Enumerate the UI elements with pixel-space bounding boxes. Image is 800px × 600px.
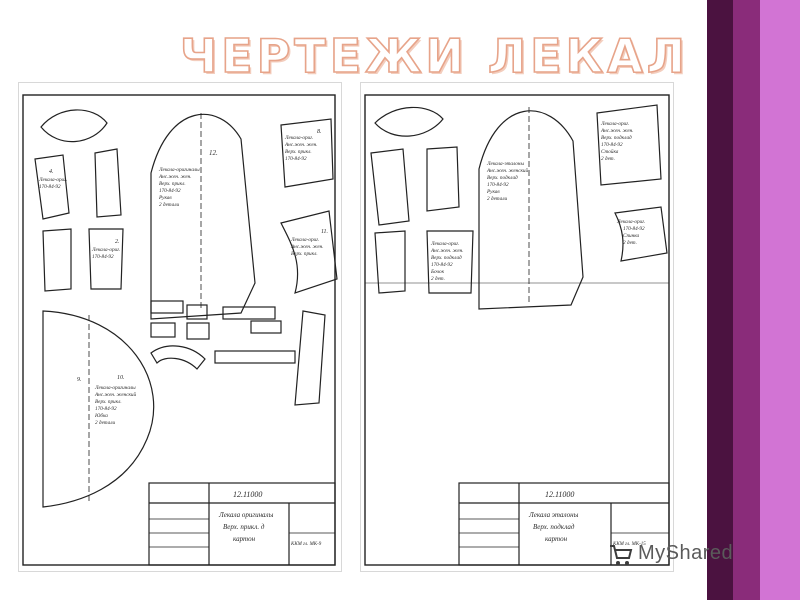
piece-label: Анс.жен. жен. [430,248,464,254]
slide-title: ЧЕРТЕЖИ ЛЕКАЛ [179,28,689,84]
drawing-code: 12.11000 [233,490,262,499]
stamp-title-line: Верх. подклад [533,523,575,531]
pattern-piece-sleeve [478,110,584,310]
watermark-text: MyShared [638,542,734,564]
pattern-piece-side-4 [42,228,72,292]
drawing-sheet-left: 12. Лекала-оригиналы Анс.жен. жен. Верх.… [18,82,342,572]
piece-label: 170-84-92 [285,155,307,162]
decor-stripe-dark [707,0,733,600]
piece-label: Анс.жен. женский [486,167,529,174]
pattern-piece-collar [374,106,444,137]
piece-label: Верх. прикл. [95,399,122,405]
stamp-code: ККМ гл. МК-9 [290,542,322,547]
pattern-piece-collar [40,109,108,143]
pattern-piece-front [34,154,70,220]
piece-label: 170-84-92 [92,253,114,260]
pattern-piece-8 [280,118,334,188]
shopping-cart-icon [610,545,633,565]
pattern-drawing-right: Лекала-эталоны Анс.жен. женский Верх. по… [364,94,670,566]
stamp-title-line: Верх. прикл. д [223,523,265,531]
pattern-piece-right-top [596,104,662,186]
pattern-piece-back [426,146,460,212]
decor-stripe-light [760,0,800,600]
pattern-piece-back-side [426,230,474,294]
piece-label: 2 детали [487,195,507,202]
piece-label: 170-84-92 [623,225,645,232]
piece-label: Верх. подклад [601,134,632,141]
piece-label: Лекала-ориг. [430,241,459,247]
pattern-piece-sleeve [150,113,256,320]
pattern-piece-back [94,148,122,218]
piece-label: 170-84-92 [601,141,623,148]
piece-label: 170-84-92 [431,261,453,268]
piece-number: 4. [49,168,54,175]
piece-label: 170-84-92 [159,187,181,194]
pattern-piece-right-mid [614,206,668,262]
piece-label: Стойка [601,148,619,155]
piece-label: Анс.жен. жен. [284,142,318,148]
piece-label: Рукав [158,195,172,201]
piece-number: 11. [321,229,328,235]
piece-label: Спинка [623,233,640,239]
piece-label: Верх. прикл. [291,251,318,257]
pattern-piece-side [374,230,406,294]
piece-label: 2 дет. [623,239,637,246]
piece-label: 2 дет. [601,155,615,162]
piece-label: Лекала-ориг. [600,121,629,127]
pattern-drawing-left: 12. Лекала-оригиналы Анс.жен. жен. Верх.… [22,94,338,566]
piece-label: Анс.жен. жен. [600,128,634,134]
piece-label: Бочок [430,269,445,275]
piece-label: 2 дет. [431,275,445,282]
piece-label: Анс.жен. женский [94,391,137,398]
piece-number: 10. [117,375,125,381]
piece-label: Верх. подклад [487,174,518,181]
piece-label: 2 детали [95,419,115,426]
pattern-piece-skirt [42,310,155,508]
piece-label: Верх. прикл. [159,181,186,187]
piece-number: 9. [77,377,82,383]
pattern-piece-front [370,148,410,226]
pattern-piece-side-2 [88,228,124,290]
stamp-title-line: картон [545,535,568,543]
watermark: MyShared [606,540,766,570]
piece-label: Верх. прикл. [285,149,312,155]
piece-label: Лекала-ориг. [284,135,313,141]
stamp-title-line: Лекала эталоны [528,511,579,519]
drawing-sheet-right: Лекала-эталоны Анс.жен. женский Верх. по… [360,82,674,572]
stamp-code: ККМ гл. МК-15 [612,542,646,547]
decor-stripe-mid [733,0,760,600]
piece-label: Юбка [94,412,108,419]
piece-label: Анс.жен. жен. [290,244,324,250]
piece-label: Лекала-ориг. [38,177,67,183]
piece-label: Лекала-оригиналы [158,167,200,173]
drawing-code: 12.11000 [545,490,574,499]
piece-label: Лекала-ориг. [91,247,120,253]
piece-label: 170-84-92 [39,183,61,190]
pattern-piece-11 [280,210,338,294]
piece-label: 170-84-92 [95,405,117,412]
piece-number: 8. [317,129,322,135]
piece-label: Анс.жен. жен. [158,174,192,180]
piece-label: Лекала-эталоны [486,161,524,167]
piece-number: 2. [115,239,120,245]
piece-label: Лекала-оригиналы [94,385,136,391]
piece-label: Лекала-ориг. [290,237,319,243]
piece-label: Лекала-ориг. [616,219,645,225]
piece-number: 12. [209,149,218,157]
piece-label: Верх. подклад [431,254,462,261]
stamp-title-line: картон [233,535,256,543]
piece-label: 2 детали [159,201,179,208]
piece-label: 170-84-92 [487,181,509,188]
stamp-title-line: Лекала оригиналы [218,511,274,519]
piece-label: Рукав [486,189,500,195]
